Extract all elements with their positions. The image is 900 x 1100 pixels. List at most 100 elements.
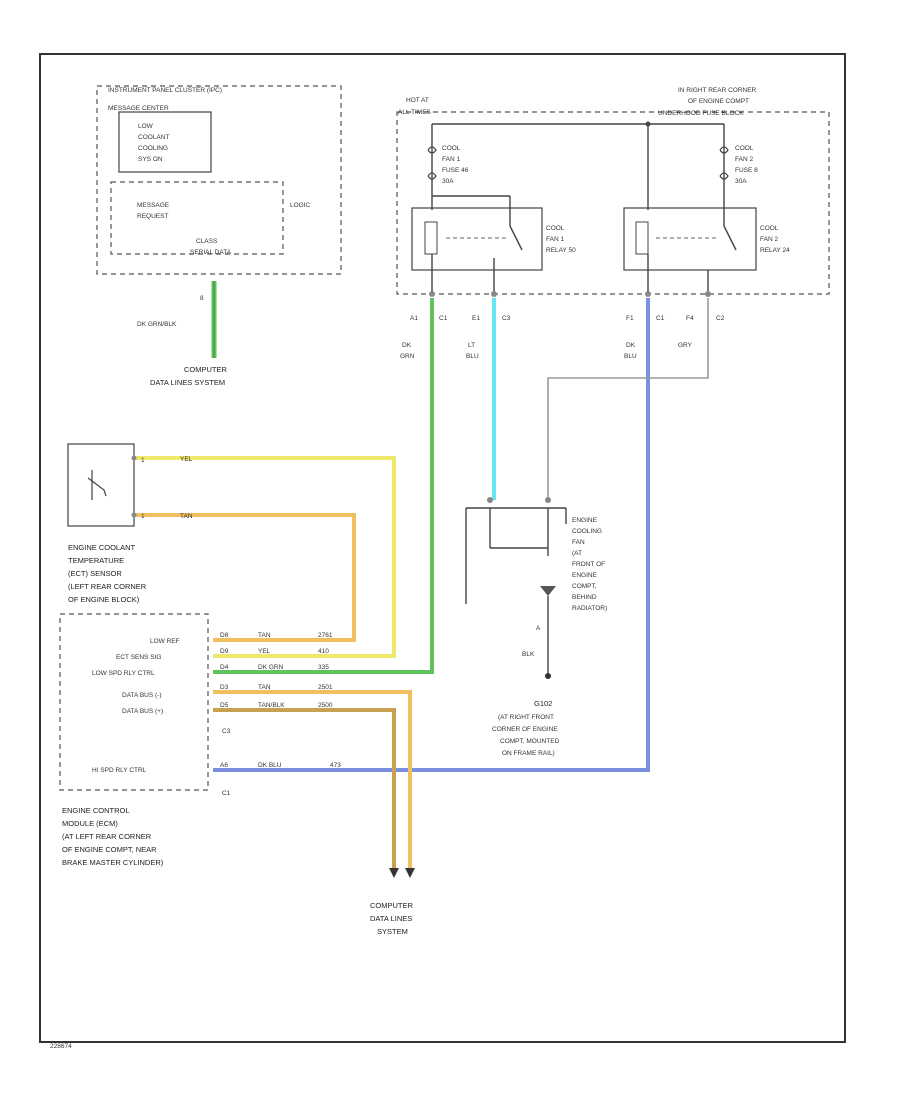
fan-l6: ENGINE xyxy=(572,572,598,579)
hot-at-1: HOT AT xyxy=(406,97,429,104)
fuse2-l3: FUSE 8 xyxy=(735,167,758,174)
ect-thermistor-icon xyxy=(87,470,107,500)
ipc-logic-box xyxy=(110,181,284,255)
low-coolant-indicator-box xyxy=(118,111,212,173)
diagram-frame xyxy=(39,53,846,1043)
fuse1-l2: FAN 1 xyxy=(442,156,460,163)
ect-label-1: ENGINE COOLANT xyxy=(68,543,136,552)
wire-gry xyxy=(547,298,709,500)
conn-c1b-label: C1 xyxy=(656,315,665,322)
relay2-box xyxy=(623,207,757,271)
ecm-block: LOW REF ECT SENS SIG LOW SPD RLY CTRL DA… xyxy=(59,613,341,867)
ecm-circuit-1: 2761 xyxy=(318,632,333,639)
conn-e1-label: E1 xyxy=(472,315,480,322)
ect-sensor-box xyxy=(67,443,135,527)
conn-f1 xyxy=(645,291,651,297)
conn-f4-label: F4 xyxy=(686,315,694,322)
ecm-pin-6: A6 xyxy=(220,762,228,769)
relay1-l3: RELAY 50 xyxy=(546,247,576,254)
gry-label: GRY xyxy=(678,342,693,349)
ect-pin-1 xyxy=(131,455,137,461)
ground-id: G102 xyxy=(534,699,552,708)
conn-a1 xyxy=(429,291,435,297)
serial-line-2: SERIAL DATA xyxy=(190,249,232,256)
ecm-pin-3: D4 xyxy=(220,664,229,671)
ecm-wire-3: DK GRN xyxy=(258,664,284,671)
dkgrn-label-1: DK xyxy=(402,342,412,349)
lcc-line-4: SYS ON xyxy=(138,156,163,163)
ecm-pin-1: D8 xyxy=(220,632,229,639)
ecm-wire-1: TAN xyxy=(258,632,271,639)
wire-data-bus-plus xyxy=(213,708,396,868)
hot-at-2: ALL TIMES xyxy=(398,109,432,116)
ecm-sig-2: ECT SENS SIG xyxy=(116,654,161,661)
ecm-label-2: MODULE (ECM) xyxy=(62,819,118,828)
ground-l4: ON FRAME RAIL) xyxy=(502,750,555,757)
ground-l1: (AT RIGHT FRONT xyxy=(498,714,554,721)
wire-dk-blu xyxy=(213,298,650,772)
dkblu-label-1: DK xyxy=(626,342,636,349)
ect-label-3: (ECT) SENSOR xyxy=(68,569,122,578)
fuse2-l4: 30A xyxy=(735,178,747,185)
ecm-label-5: BRAKE MASTER CYLINDER) xyxy=(62,858,164,867)
relay2-l1: COOL xyxy=(760,225,779,232)
relay1-switch-arm xyxy=(509,225,523,251)
bottom-dest-l2: DATA LINES xyxy=(370,914,412,923)
fan-pin-a: A xyxy=(536,625,541,632)
data-bus-arrow-2 xyxy=(405,868,415,878)
yel-label: YEL xyxy=(180,456,193,463)
fuse1-l4: 30A xyxy=(442,178,454,185)
relay2-l2: FAN 2 xyxy=(760,236,778,243)
wire-data-bus-minus xyxy=(213,690,412,868)
fan-l7: COMPT, xyxy=(572,583,597,590)
relay1-box xyxy=(411,207,543,271)
ipc-logic-label: LOGIC xyxy=(290,202,311,209)
ecm-label-1: ENGINE CONTROL xyxy=(62,806,130,815)
tan-label: TAN xyxy=(180,513,193,520)
ipc-outline xyxy=(96,85,342,275)
ipc-dest-line-1: COMPUTER xyxy=(184,365,228,374)
relay2-switch-arm xyxy=(723,225,737,251)
ipc-title: INSTRUMENT PANEL CLUSTER (IPC) xyxy=(108,87,222,94)
fan-l5: FRONT OF xyxy=(572,561,605,568)
data-bus-arrow-1 xyxy=(389,868,399,878)
ecm-circuit-5: 2500 xyxy=(318,702,333,709)
wire-tan xyxy=(136,513,356,642)
serial-line-1: CLASS xyxy=(196,238,218,245)
fan-l9: RADIATOR) xyxy=(572,605,607,612)
ecm-circuit-2: 410 xyxy=(318,648,329,655)
ecm-label-4: OF ENGINE COMPT, NEAR xyxy=(62,845,157,854)
fan-l3: FAN xyxy=(572,539,585,546)
ect-pin2-label: 1 xyxy=(141,513,145,520)
ecm-circuit-3: 335 xyxy=(318,664,329,671)
fuse2-l1: COOL xyxy=(735,145,754,152)
fuse-block-connectors xyxy=(429,291,711,297)
conn-c2-label: C2 xyxy=(716,315,725,322)
ecm-wire-2: YEL xyxy=(258,648,271,655)
fuse-loc-1: IN RIGHT REAR CORNER xyxy=(678,87,757,94)
ecm-label-3: (AT LEFT REAR CORNER xyxy=(62,832,152,841)
ecm-conn-c1: C1 xyxy=(222,790,231,797)
fuse-loc-2: OF ENGINE COMPT xyxy=(688,98,749,105)
ect-sensor: 1 1 ENGINE COOLANT TEMPERATURE (ECT) SEN… xyxy=(67,443,147,604)
ecm-pin-2: D9 xyxy=(220,648,229,655)
relay2-l3: RELAY 24 xyxy=(760,247,790,254)
fan-connector-icon xyxy=(540,586,556,596)
fan-l4: (AT xyxy=(572,550,582,557)
ground-l2: CORNER OF ENGINE xyxy=(492,726,558,733)
ground-point xyxy=(545,673,551,679)
ecm-sig-5: DATA BUS (+) xyxy=(122,708,163,715)
ect-label-2: TEMPERATURE xyxy=(68,556,124,565)
conn-c3-label: C3 xyxy=(502,315,511,322)
fuse-block: IN RIGHT REAR CORNER OF ENGINE COMPT UND… xyxy=(396,87,830,322)
ecm-sig-3: LOW SPD RLY CTRL xyxy=(92,670,155,677)
wire-dk-grn xyxy=(213,298,434,674)
ecm-pin-5: D5 xyxy=(220,702,229,709)
relay2-coil xyxy=(635,221,649,255)
ecm-wire-5: TAN/BLK xyxy=(258,702,285,709)
dkgrn-label-2: GRN xyxy=(400,353,415,360)
bottom-dest-l3: SYSTEM xyxy=(377,927,408,936)
ipc-wire-color: DK GRN/BLK xyxy=(137,321,177,328)
ecm-conn-c3: C3 xyxy=(222,728,231,735)
wire-yel xyxy=(136,456,396,658)
